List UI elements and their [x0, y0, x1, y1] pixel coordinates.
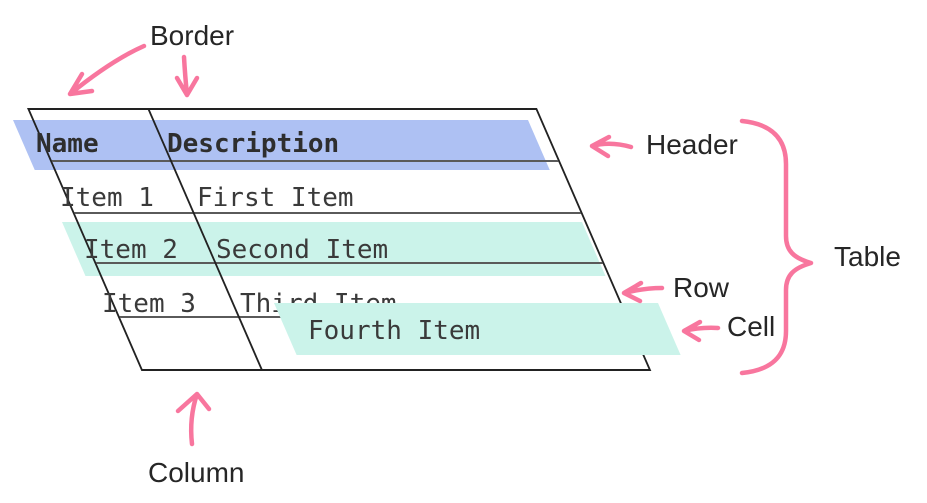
cell-text: Item 3: [102, 289, 196, 319]
border-arrow-down-icon: [174, 54, 200, 98]
cell-text: Item 2: [84, 235, 178, 265]
annotation-label-cell: Cell: [727, 311, 776, 342]
annotation-label-header: Header: [646, 129, 738, 160]
cell-text: Item 1: [60, 183, 154, 213]
row-arrow-icon: [621, 280, 665, 304]
header-divider-line: [51, 160, 559, 162]
annotation-label-column: Column: [148, 457, 245, 488]
cell-arrow-icon: [681, 319, 721, 343]
cell-text: First Item: [197, 183, 354, 213]
column-arrow-icon: [175, 391, 212, 447]
column-header-description: Description: [167, 129, 340, 159]
annotation-label-border: Border: [150, 20, 235, 51]
annotation-label-table: Table: [834, 241, 901, 272]
column-header-name: Name: [36, 129, 99, 159]
cell-text: Fourth Item: [308, 316, 481, 346]
cell-text: Second Item: [216, 235, 389, 265]
border-arrow-left-icon: [67, 43, 147, 97]
annotation-label-row: Row: [673, 272, 730, 303]
header-arrow-icon: [589, 134, 634, 159]
